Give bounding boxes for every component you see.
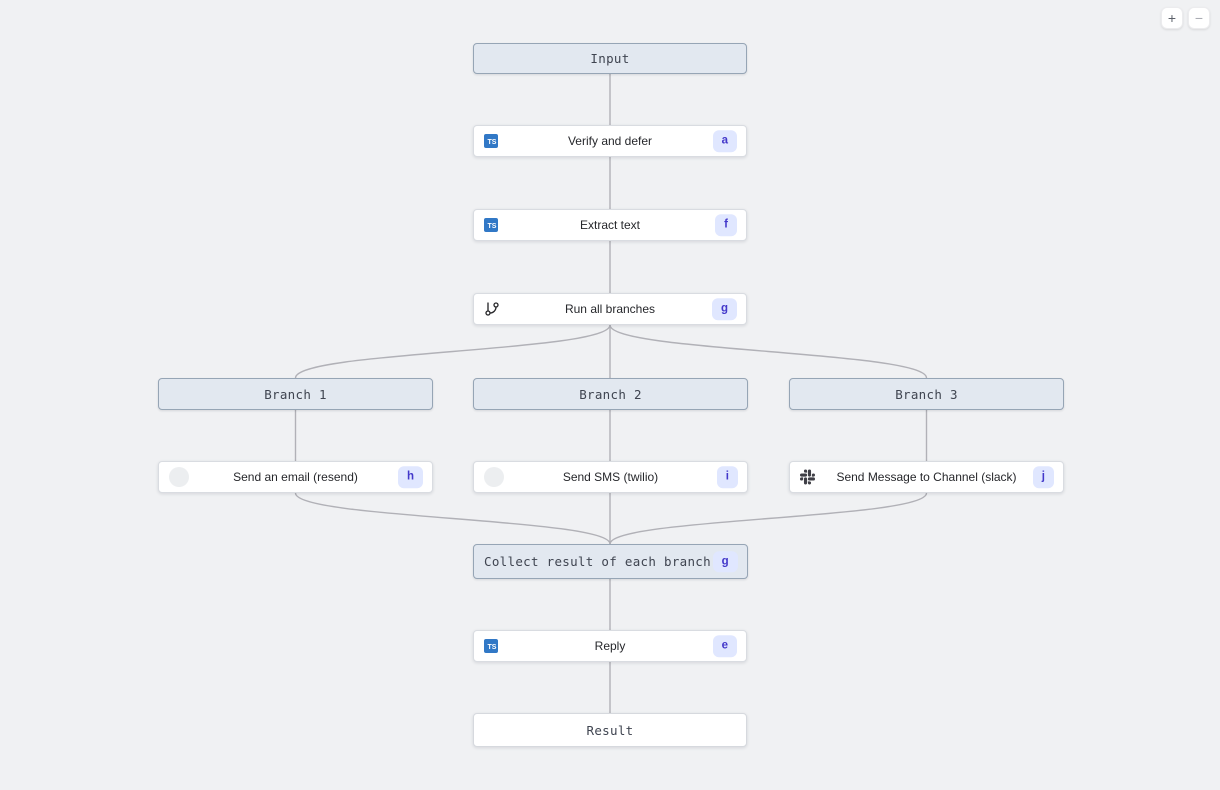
node-label: Collect result of each branch [484,554,711,569]
node-send-sms-twilio[interactable]: Send SMS (twilio) i [473,461,748,493]
node-branch-2[interactable]: Branch 2 [473,378,748,410]
zoom-out-button[interactable]: − [1188,7,1210,29]
step-badge: e [712,635,737,657]
zoom-controls: + − [1161,7,1210,29]
node-extract-text[interactable]: TS Extract text f [473,209,747,241]
node-label: Branch 1 [264,386,327,402]
node-branch-1[interactable]: Branch 1 [158,378,433,410]
node-label: Send SMS (twilio) [562,470,659,484]
node-label: Send an email (resend) [233,470,358,484]
node-run-all-branches[interactable]: Run all branches g [473,293,747,325]
step-badge: j [1032,466,1054,488]
edge-run-branch3 [609,324,928,379]
node-label: Input [590,51,630,66]
typescript-icon: TS [484,218,498,232]
node-label: Branch 3 [895,386,958,402]
resend-icon [169,467,189,487]
node-reply[interactable]: TS Reply e [473,630,747,662]
node-result[interactable]: Result [473,713,747,747]
node-label: Run all branches [564,302,656,316]
step-badge: g [711,298,737,320]
node-label: Extract text [579,218,641,232]
node-label: Reply [594,639,626,653]
typescript-icon: TS [484,134,498,148]
step-badge: h [397,466,423,488]
node-input[interactable]: Input [473,43,747,74]
edge-slack-collect [609,492,928,545]
node-label: Verify and defer [567,134,653,148]
node-send-email-resend[interactable]: Send an email (resend) h [158,461,433,493]
twilio-icon [484,467,504,487]
node-label: Send Message to Channel (slack) [836,470,1017,484]
node-branch-3[interactable]: Branch 3 [789,378,1064,410]
node-verify-and-defer[interactable]: TS Verify and defer a [473,125,747,157]
step-badge: i [716,466,738,488]
node-send-message-slack[interactable]: Send Message to Channel (slack) j [789,461,1064,493]
step-badge: g [712,550,738,573]
step-badge: f [715,214,737,236]
typescript-icon: TS [484,639,498,653]
node-label: Result [586,722,634,738]
node-label: Branch 2 [579,386,642,402]
git-branch-icon [484,301,500,317]
slack-icon [800,469,815,485]
edge-email-collect [294,492,611,545]
edge-run-branch1 [294,324,611,379]
step-badge: a [712,130,737,152]
zoom-in-button[interactable]: + [1161,7,1183,29]
node-collect-result[interactable]: Collect result of each branch g [473,544,748,579]
